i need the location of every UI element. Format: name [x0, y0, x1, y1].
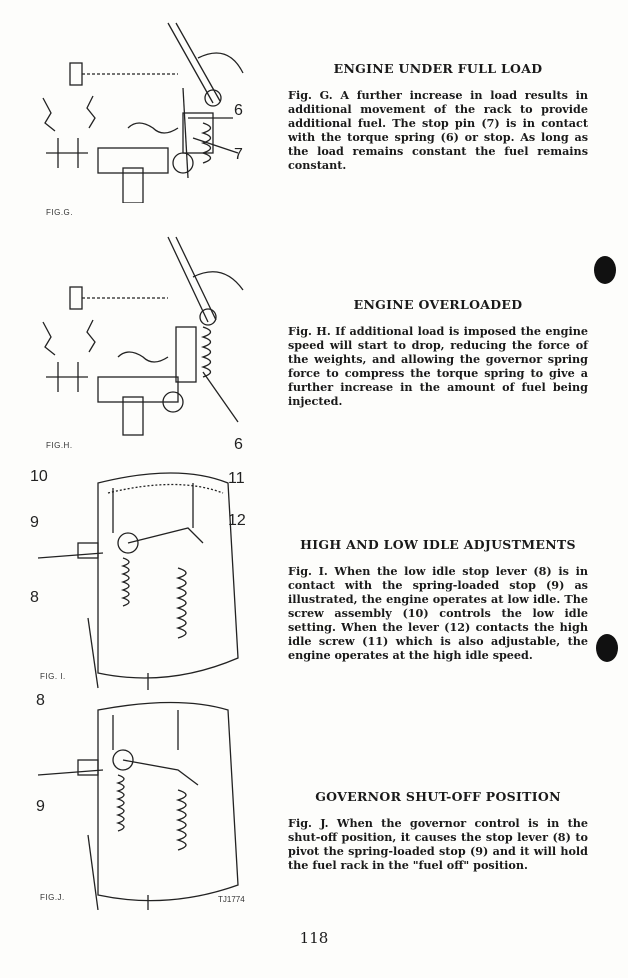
fig-g-callout-7: 7: [234, 146, 243, 163]
figure-reference-number: TJ1774: [218, 895, 245, 904]
fig-i-callout-11: 11: [228, 470, 245, 487]
fig-h-label: FIG.H.: [46, 441, 73, 450]
figure-g: [28, 18, 273, 203]
fig-i-label: FIG. I.: [40, 672, 66, 681]
section-engine-full-load: ENGINE UNDER FULL LOAD Fig. G. A further…: [288, 61, 588, 172]
binder-hole-top: [594, 256, 616, 284]
section-heading: ENGINE UNDER FULL LOAD: [333, 61, 543, 76]
page-number: 118: [299, 929, 329, 947]
figure-j-drawing: [37, 701, 239, 910]
section-body: Fig. G. A further increase in load resul…: [288, 88, 588, 172]
figure-i-drawing: [37, 472, 239, 690]
figure-g-drawing: [42, 22, 244, 203]
section-heading: ENGINE OVERLOADED: [353, 297, 523, 312]
fig-i-callout-9: 9: [30, 514, 39, 531]
binder-hole-bottom: [596, 634, 618, 662]
section-heading: GOVERNOR SHUT-OFF POSITION: [315, 789, 561, 804]
fig-h-callout-6: 6: [234, 436, 243, 453]
figure-h: [28, 232, 273, 437]
section-idle-adjustments: HIGH AND LOW IDLE ADJUSTMENTS Fig. I. Wh…: [288, 537, 588, 662]
figure-i: [28, 458, 273, 690]
fig-g-callout-6: 6: [234, 102, 243, 119]
section-body: Fig. H. If additional load is imposed th…: [288, 324, 588, 408]
figure-h-drawing: [42, 236, 244, 436]
fig-j-label: FIG.J.: [40, 893, 65, 902]
section-body: Fig. I. When the low idle stop lever (8)…: [288, 564, 588, 662]
fig-i-callout-12: 12: [228, 512, 246, 529]
fig-g-label: FIG.G.: [46, 208, 73, 217]
section-heading: HIGH AND LOW IDLE ADJUSTMENTS: [300, 537, 576, 552]
fig-j-callout-9: 9: [36, 798, 45, 815]
section-governor-shutoff: GOVERNOR SHUT-OFF POSITION Fig. J. When …: [288, 789, 588, 872]
section-body: Fig. J. When the governor control is in …: [288, 816, 588, 872]
figure-j: [28, 695, 273, 910]
fig-i-callout-10: 10: [30, 468, 48, 485]
fig-i-callout-8: 8: [30, 589, 39, 606]
fig-j-callout-8: 8: [36, 692, 45, 709]
section-engine-overloaded: ENGINE OVERLOADED Fig. H. If additional …: [288, 297, 588, 408]
